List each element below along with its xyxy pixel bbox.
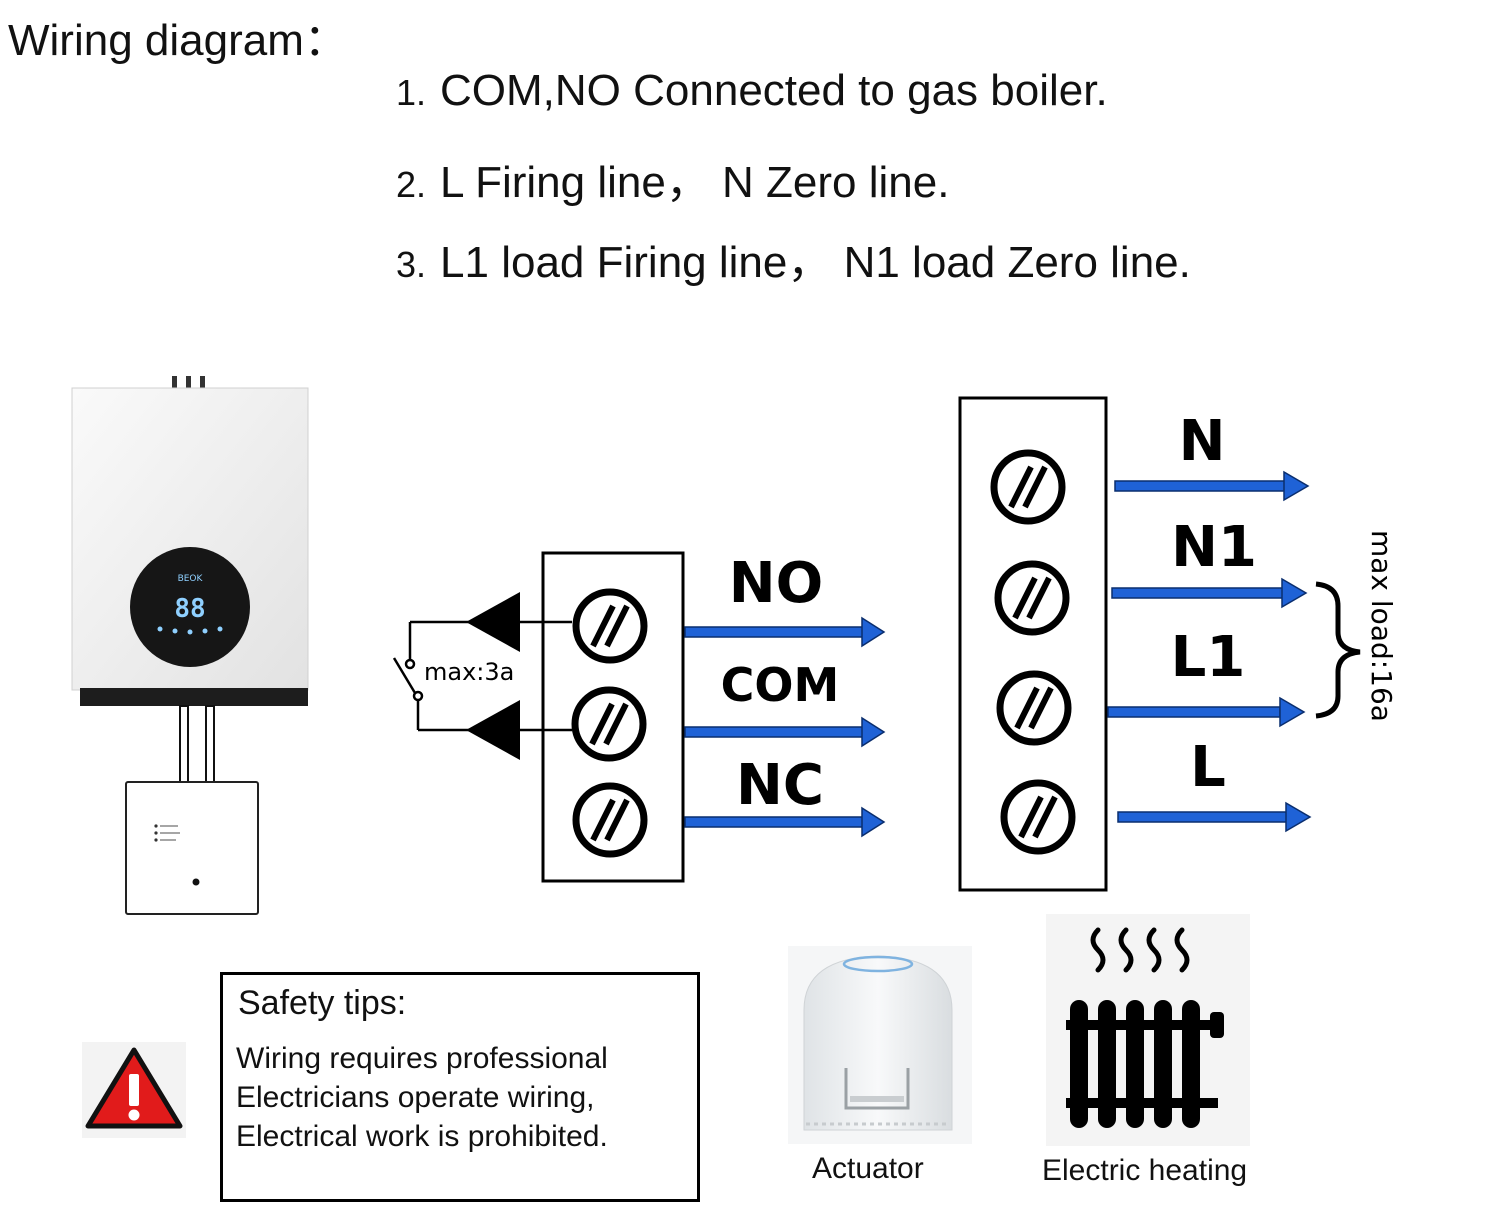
step-1: 1.COM,NO Connected to gas boiler. — [396, 66, 1108, 115]
actuator-icon — [788, 946, 972, 1144]
relay-label-no: NO — [729, 551, 823, 616]
relay-max-current: max:3a — [424, 658, 514, 686]
relay-output-wires — [684, 616, 886, 838]
arrow-to-boiler-2 — [466, 700, 520, 760]
max-load-label: max load:16a — [1365, 530, 1398, 722]
boiler-display: 88 — [174, 594, 205, 624]
arrow-to-boiler-1 — [466, 592, 520, 652]
safety-tips-title: Safety tips: — [238, 984, 407, 1022]
diagram-title: Wiring diagram： — [8, 16, 348, 65]
gas-boiler-icon: BEOK 88 — [71, 376, 309, 915]
relay-terminal-block — [541, 551, 685, 883]
power-terminal-block — [958, 396, 1108, 892]
step-3: 3.L1 load Firing line， N1 load Zero line… — [396, 238, 1191, 287]
electric-heating-caption: Electric heating — [1042, 1154, 1248, 1187]
safety-line-3: Electrical work is prohibited. — [236, 1120, 608, 1153]
actuator-caption: Actuator — [812, 1152, 924, 1185]
electric-heating-icon — [1046, 914, 1250, 1146]
relay-label-nc: NC — [736, 753, 824, 818]
relay-switch-symbol — [392, 620, 572, 732]
load-brace — [1315, 581, 1361, 719]
safety-tips-box — [220, 972, 700, 1202]
safety-line-2: Electricians operate wiring, — [236, 1081, 595, 1114]
power-label-n: N — [1179, 409, 1226, 474]
power-label-l: L — [1190, 735, 1226, 800]
power-label-l1: L1 — [1171, 625, 1246, 690]
safety-line-1: Wiring requires professional — [236, 1042, 608, 1075]
step-2: 2.L Firing line， N Zero line. — [396, 158, 950, 207]
warning-icon — [82, 1042, 186, 1138]
relay-label-com: COM — [721, 658, 840, 712]
power-label-n1: N1 — [1171, 515, 1257, 580]
svg-text:BEOK: BEOK — [178, 574, 204, 584]
power-output-wires — [1107, 470, 1312, 833]
